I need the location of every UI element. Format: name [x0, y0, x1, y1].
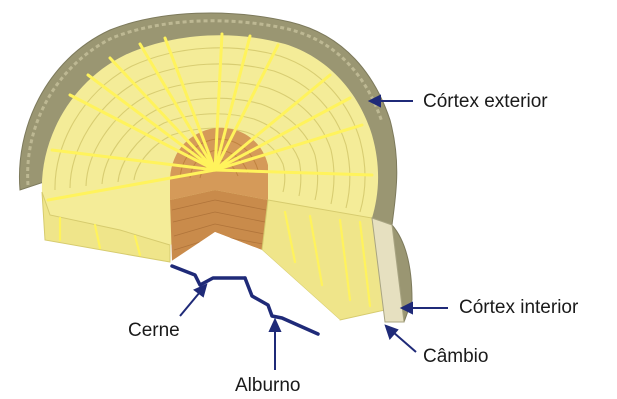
label-alburno: Alburno	[235, 376, 301, 395]
label-cerne: Cerne	[128, 321, 180, 340]
label-cambio: Câmbio	[423, 347, 488, 366]
label-cortex-exterior: Córtex exterior	[423, 92, 548, 111]
label-cortex-interior: Córtex interior	[459, 298, 578, 317]
